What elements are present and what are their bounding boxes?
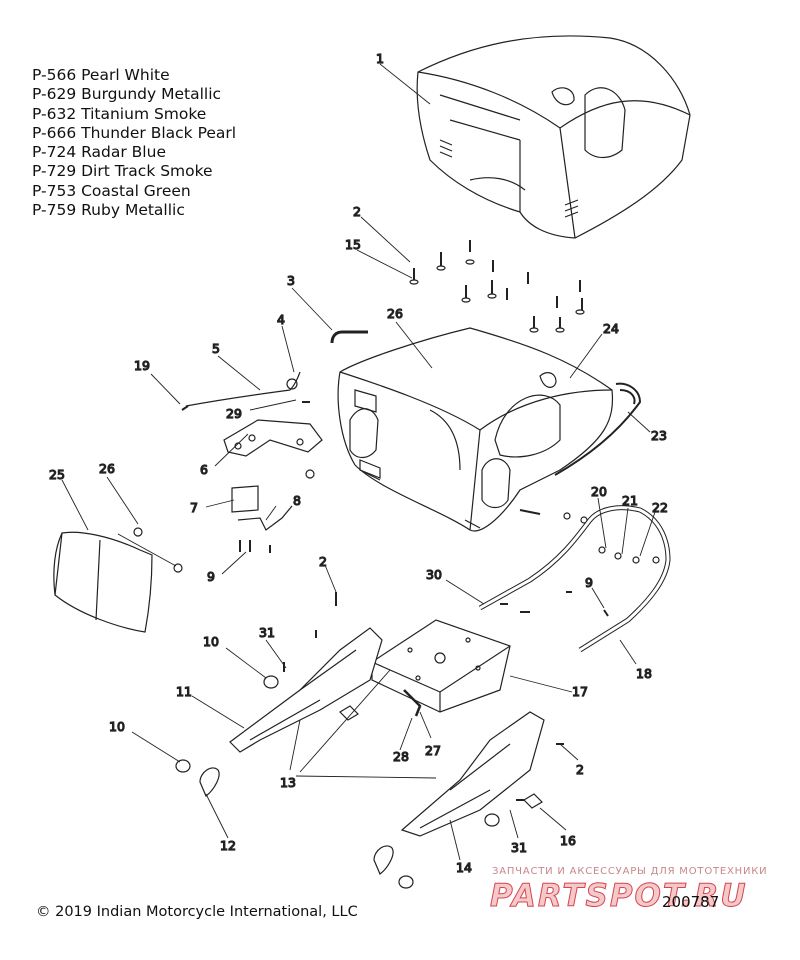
callout-10: 10 [109, 719, 125, 734]
callout-25: 25 [49, 467, 65, 482]
callout-21: 21 [622, 493, 638, 508]
callout-26: 26 [387, 306, 403, 321]
callout-13: 13 [280, 775, 296, 790]
callout-19: 19 [134, 358, 150, 373]
callout-2: 2 [319, 554, 327, 569]
callout-29: 29 [226, 406, 242, 421]
callout-9: 9 [207, 569, 215, 584]
hardware-fasteners [133, 240, 660, 801]
watermark-tagline: ЗАПЧАСТИ И АКСЕССУАРЫ ДЛЯ МОТОТЕХНИКИ [492, 866, 768, 877]
callout-16: 16 [560, 833, 576, 848]
paint-code-item: P-759 Ruby Metallic [32, 201, 185, 220]
callout-26: 26 [99, 461, 115, 476]
paint-code-item: P-724 Radar Blue [32, 143, 166, 162]
callout-31: 31 [511, 840, 527, 855]
callout-2: 2 [576, 762, 584, 777]
paint-code-item: P-632 Titanium Smoke [32, 104, 207, 123]
callout-12: 12 [220, 838, 236, 853]
callout-27: 27 [425, 743, 441, 758]
callout-23: 23 [651, 428, 667, 443]
callout-20: 20 [591, 484, 607, 499]
callout-15: 15 [345, 237, 361, 252]
paint-code-item: P-666 Thunder Black Pearl [32, 123, 237, 142]
trim-strip [554, 382, 642, 476]
callout-2: 2 [353, 204, 361, 219]
grommet [339, 705, 359, 721]
leader-lines [61, 63, 656, 861]
bushing [263, 675, 279, 689]
callout-14: 14 [456, 860, 472, 875]
side-pad [53, 531, 153, 633]
paint-code-item: P-753 Coastal Green [32, 181, 191, 200]
grommet [523, 793, 543, 809]
clip [373, 845, 394, 875]
trunk-lid [416, 35, 691, 239]
callout-numbers: 1 2 15 3 4 5 19 29 26 24 23 25 26 6 7 8 … [48, 50, 668, 875]
grab-rail [478, 505, 671, 653]
trunk-base [337, 327, 614, 532]
grab-rail-highlight [479, 506, 670, 652]
cable [185, 371, 301, 407]
paint-code-item: P-566 Pearl White [32, 66, 170, 84]
callout-7: 7 [190, 500, 198, 515]
bushing [398, 875, 414, 889]
bushing [484, 813, 500, 827]
callout-22: 22 [652, 500, 668, 515]
left-side-bracket [229, 627, 383, 753]
mounting-plate [371, 619, 511, 713]
callout-17: 17 [572, 684, 588, 699]
allen-key [403, 689, 422, 717]
callout-9: 9 [585, 575, 593, 590]
callout-28: 28 [393, 749, 409, 764]
right-side-bracket [400, 711, 545, 837]
callout-1: 1 [376, 51, 384, 66]
paint-code-item: P-729 Dirt Track Smoke [32, 162, 213, 181]
clip [199, 767, 220, 797]
latch-plate [237, 505, 293, 531]
callout-10: 10 [203, 634, 219, 649]
bushing [175, 759, 191, 773]
callout-8: 8 [293, 493, 301, 508]
callout-5: 5 [212, 341, 220, 356]
copyright-notice: © 2019 Indian Motorcycle International, … [36, 904, 358, 920]
callout-30: 30 [426, 567, 442, 582]
callout-6: 6 [200, 462, 208, 477]
paint-code-legend: P-566 Pearl White P-629 Burgundy Metalli… [32, 66, 236, 220]
callout-4: 4 [277, 312, 285, 327]
watermark-brand: PARTSPOT.RU [490, 878, 748, 915]
paint-code-item: P-629 Burgundy Metallic [32, 85, 222, 104]
callout-24: 24 [603, 321, 619, 336]
hinge-bracket [223, 419, 323, 457]
callout-3: 3 [287, 273, 295, 288]
callout-11: 11 [176, 684, 192, 699]
diagram-number: 200787 [662, 893, 720, 911]
callout-31: 31 [259, 625, 275, 640]
hinge-plate [231, 485, 259, 513]
bent-rod [330, 330, 368, 344]
callout-18: 18 [636, 666, 652, 681]
